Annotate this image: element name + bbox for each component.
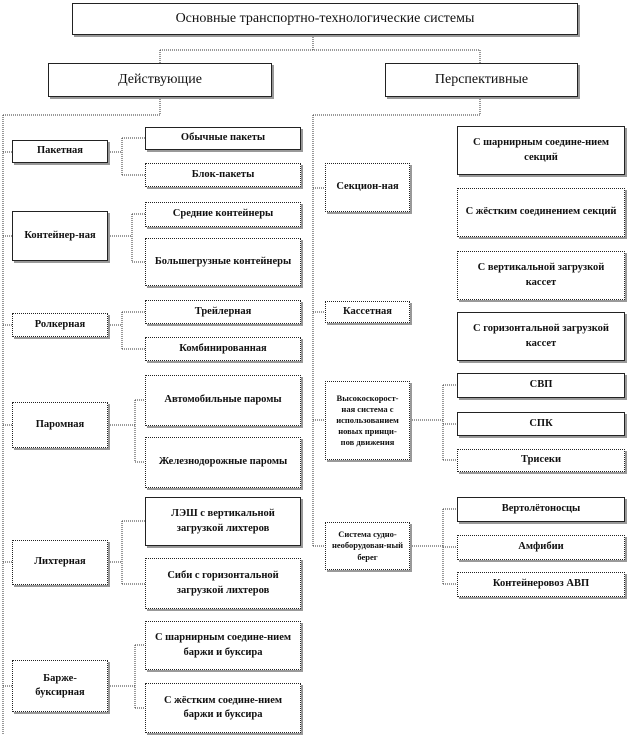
subsystem: Блок-пакеты [145, 163, 301, 187]
subsystem: Вертолётоносцы [457, 497, 625, 522]
system-packet: Пакетная [12, 140, 108, 163]
subsystem: Сиби с горизонтальной загрузкой лихтеров [145, 558, 301, 609]
system-roro: Ролкерная [12, 313, 108, 337]
subsystem: С жёстким соедине-нием баржи и буксира [145, 683, 301, 733]
subsystem: С шарнирным соедине-нием секций [457, 126, 625, 175]
system-cassette: Кассетная [325, 301, 410, 323]
system-ferry: Паромная [12, 402, 108, 448]
system-barge-tug: Барже-буксирная [12, 660, 108, 712]
subsystem: С горизонтальной загрузкой кассет [457, 312, 625, 361]
system-high-speed: Высокоскорост-ная система с использовани… [325, 381, 410, 460]
existing-header: Действующие [48, 63, 272, 97]
subsystem: С шарнирным соедине-нием баржи и буксира [145, 621, 301, 670]
subsystem: Трисеки [457, 449, 625, 472]
subsystem: Большегрузные контейнеры [145, 238, 301, 286]
subsystem: СПК [457, 412, 625, 436]
subsystem: СВП [457, 373, 625, 398]
subsystem: Железнодорожные паромы [145, 437, 301, 488]
subsystem: Комбинированная [145, 337, 301, 361]
subsystem: Амфибии [457, 535, 625, 560]
system-sectional: Секцион-ная [325, 163, 410, 212]
subsystem: С вертикальной загрузкой кассет [457, 251, 625, 300]
subsystem: С жёстким соединением секций [457, 188, 625, 237]
subsystem: Контейнеровоз АВП [457, 572, 625, 597]
subsystem: Трейлерная [145, 300, 301, 324]
diagram-title: Основные транспортно-технологические сис… [72, 3, 578, 35]
subsystem: ЛЭШ с вертикальной загрузкой лихтеров [145, 497, 301, 546]
system-ship-unequipped-shore: Система судно-необорудован-ный берег [325, 522, 410, 570]
subsystem: Средние контейнеры [145, 202, 301, 227]
subsystem: Автомобильные паромы [145, 375, 301, 426]
perspective-header: Перспективные [385, 63, 578, 97]
subsystem: Обычные пакеты [145, 127, 301, 150]
system-container: Контейнер-ная [12, 211, 108, 261]
system-lighter: Лихтерная [12, 540, 108, 585]
